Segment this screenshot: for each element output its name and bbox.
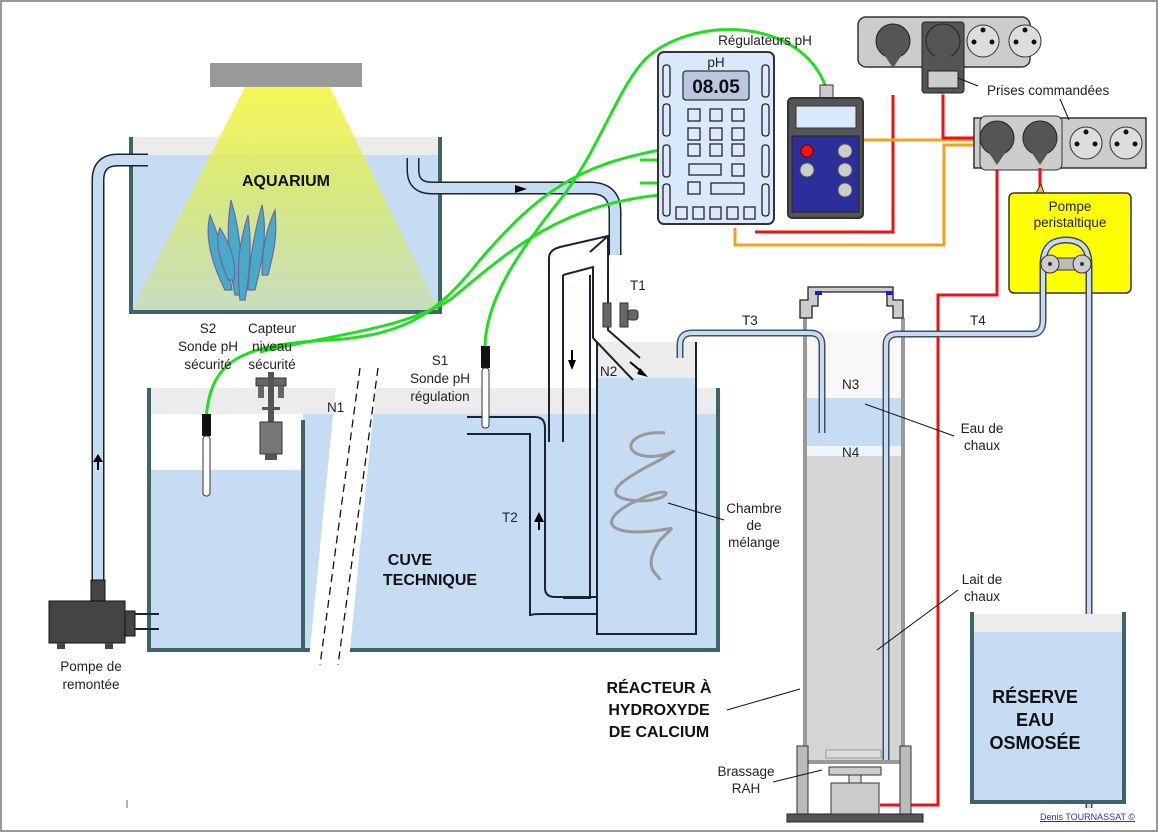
chamber-label-2: de (746, 518, 761, 533)
flow-arrow-up-icon (534, 512, 544, 522)
light-beam (131, 87, 440, 312)
s1-label-1: S1 (432, 353, 449, 368)
sensor-label-3: sécurité (248, 357, 295, 372)
reservoir-title-3: OSMOSÉE (989, 732, 1080, 753)
lime-milk-label-2: chaux (964, 589, 1000, 604)
author-credit-link[interactable]: Denis TOURNASSAT © (1040, 812, 1135, 822)
lime-milk-label-1: Lait de (962, 572, 1003, 587)
level-sensor (255, 372, 287, 460)
lime-water-label-1: Eau de (961, 421, 1004, 436)
reactor-title-2: HYDROXYDE (608, 702, 710, 719)
chamber-label-1: Chambre (726, 501, 782, 516)
ph-label: pH (707, 55, 724, 70)
reservoir-title-1: RÉSERVE (992, 686, 1078, 707)
level-n2: N2 (600, 364, 617, 379)
flow-arrow-down-icon (568, 360, 576, 370)
level-n3: N3 (842, 377, 859, 392)
ph-probe-s1 (481, 346, 490, 429)
aquarium-title: AQUARIUM (242, 173, 330, 190)
ph-display-value: 08.05 (692, 77, 740, 98)
chamber-label-3: mélange (728, 535, 780, 550)
ph-probe-s2 (202, 414, 211, 497)
peristaltic-label-2: peristaltique (1034, 215, 1107, 230)
label-t4: T4 (970, 313, 986, 328)
probes: S2 Sonde pH sécurité Capteur niveau sécu… (178, 28, 827, 497)
plant-icon (207, 199, 277, 301)
flow-arrow-right-icon (515, 185, 527, 193)
label-t2: T2 (502, 510, 518, 525)
aquarium: AQUARIUM (129, 63, 442, 314)
sensor-label-1: Capteur (248, 321, 297, 336)
level-n4: N4 (842, 445, 860, 460)
control-cable-2 (862, 90, 975, 142)
stirrer-label-2: RAH (732, 781, 761, 796)
reactor-title-1: RÉACTEUR À (607, 678, 712, 697)
sump-title-line2: TECHNIQUE (383, 572, 478, 589)
return-pipe (91, 153, 148, 600)
power-strip-top (857, 16, 1042, 94)
lime-water-label-2: chaux (964, 438, 1000, 453)
peristaltic-pump: Pompe peristaltique (1008, 168, 1132, 808)
label-t1: T1 (630, 278, 646, 293)
return-pump-label-1: Pompe de (60, 659, 122, 674)
stirrer-base (786, 745, 924, 823)
return-pump: Pompe de remontée (48, 579, 159, 692)
s2-label-1: S2 (200, 321, 217, 336)
peristaltic-label-1: Pompe (1049, 199, 1092, 214)
reactor-title-3: DE CALCIUM (609, 724, 709, 741)
ph-controller: pH 08.05 (657, 51, 775, 225)
ro-reservoir: RÉSERVE EAU OSMOSÉE (970, 612, 1126, 804)
flow-arrow-up-icon (93, 454, 103, 462)
stirrer-label-1: Brassage (717, 764, 774, 779)
reservoir-title-2: EAU (1016, 710, 1054, 730)
power-cable-stirrer (880, 160, 999, 807)
s2-label-3: sécurité (184, 357, 231, 372)
sensor-label-2: niveau (252, 339, 292, 354)
ph-regulators-label: Régulateurs pH (718, 33, 812, 48)
red-led-icon (800, 144, 814, 158)
s2-label-2: Sonde pH (178, 339, 238, 354)
controller-keypad (662, 64, 770, 220)
aquarium-lamp (210, 63, 362, 87)
mixing-chamber: T1 N2 T2 Chambre de mélange (467, 234, 782, 635)
sump-title-line1: CUVE (388, 552, 433, 569)
s1-label-3: régulation (410, 389, 469, 404)
control-cable (733, 143, 975, 247)
label-t3: T3 (742, 313, 758, 328)
ph-meter (787, 84, 864, 219)
controlled-outlets-label: Prises commandées (987, 83, 1110, 98)
s1-label-2: Sonde pH (410, 371, 470, 386)
power-strip-bottom (973, 115, 1147, 171)
return-pump-label-2: remontée (62, 677, 119, 692)
level-n1: N1 (327, 400, 344, 415)
valve-t1-icon (602, 302, 639, 328)
power-cable-2 (941, 95, 975, 140)
